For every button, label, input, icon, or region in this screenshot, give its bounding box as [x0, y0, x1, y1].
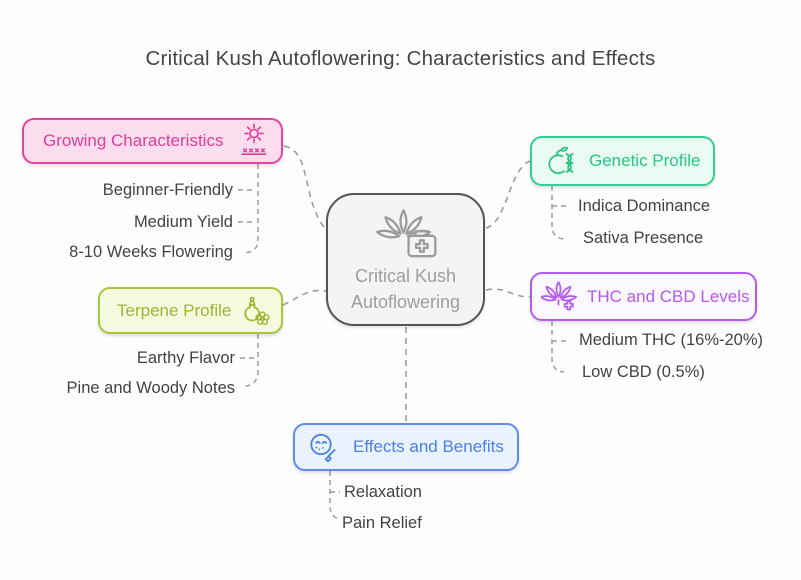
sub-item-low-cbd[interactable]: Low CBD (0.5%) — [582, 363, 705, 381]
cannabis-cross-icon — [541, 281, 578, 311]
connector-center-genetic — [485, 160, 531, 229]
perfume-flower-icon — [244, 296, 270, 325]
branch-thc-label: THC and CBD Levels — [587, 286, 750, 306]
spine-terpene — [241, 334, 259, 388]
branch-genetic-label: Genetic Profile — [589, 151, 701, 170]
sun-seedlings-icon — [241, 123, 267, 156]
connector-growing-center — [283, 145, 327, 231]
sub-item-earthy-flavor[interactable]: Earthy Flavor — [136, 349, 235, 367]
branch-thc-cbd-levels[interactable]: THC and CBD Levels — [530, 272, 757, 321]
center-node[interactable]: Critical Kush Autoflowering — [326, 193, 485, 326]
branch-effects-benefits[interactable]: Effects and Benefits — [293, 423, 519, 471]
spine-effects — [329, 471, 342, 520]
sub-item-weeks-flowering[interactable]: 8-10 Weeks Flowering — [69, 243, 233, 261]
page-title: Critical Kush Autoflowering: Characteris… — [145, 47, 656, 70]
sub-item-relaxation[interactable]: Relaxation — [344, 483, 422, 501]
branch-effects-label: Effects and Benefits — [353, 437, 504, 456]
sub-item-beginner-friendly[interactable]: Beginner-Friendly — [102, 181, 233, 199]
branch-terpene-label: Terpene Profile — [117, 300, 232, 320]
sub-item-medium-thc[interactable]: Medium THC (16%-20%) — [579, 331, 763, 349]
center-node-line1: Critical Kush — [354, 266, 456, 286]
center-node-label: Critical Kush Autoflowering — [351, 263, 460, 315]
branch-genetic-profile[interactable]: Genetic Profile — [530, 136, 715, 186]
spine-growing — [243, 164, 259, 254]
branch-terpene-profile[interactable]: Terpene Profile — [98, 287, 283, 334]
sub-item-indica-dominance[interactable]: Indica Dominance — [578, 197, 711, 215]
sub-item-sativa-presence[interactable]: Sativa Presence — [583, 229, 704, 247]
spine-genetic — [551, 186, 565, 240]
spine-thc — [551, 321, 565, 373]
face-brush-icon — [310, 433, 336, 463]
cannabis-medkit-icon — [375, 209, 436, 258]
sub-item-pain-relief[interactable]: Pain Relief — [342, 514, 422, 532]
branch-growing-characteristics[interactable]: Growing Characteristics — [22, 118, 283, 164]
center-node-line2: Autoflowering — [350, 292, 461, 312]
sub-item-medium-yield[interactable]: Medium Yield — [133, 213, 233, 231]
connector-terpene-center — [282, 289, 327, 306]
branch-growing-label: Growing Characteristics — [43, 131, 224, 150]
apple-dna-icon — [548, 146, 574, 175]
connector-center-thc — [485, 288, 531, 298]
sub-item-pine-woody-notes[interactable]: Pine and Woody Notes — [66, 379, 235, 397]
